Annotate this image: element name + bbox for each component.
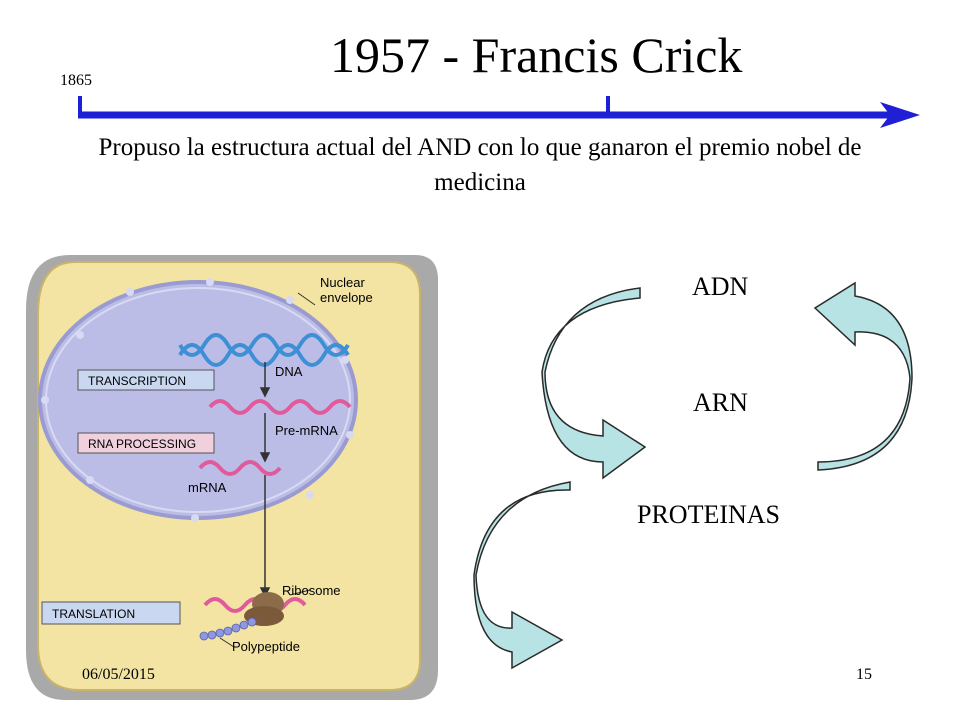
flow-arn: ARN	[693, 388, 748, 417]
pre-mrna-strand	[208, 399, 352, 415]
transcription-label: TRANSCRIPTION	[88, 374, 186, 388]
polypeptide-label: Polypeptide	[232, 639, 300, 654]
transcription-box	[77, 369, 215, 391]
dna-label: DNA	[275, 364, 303, 379]
nuclear-envelope-label-2: envelope	[320, 290, 373, 305]
translation-label: TRANSLATION	[52, 607, 135, 621]
translation-box	[41, 601, 181, 625]
pre-mrna-label: Pre-mRNA	[275, 423, 338, 438]
flow-proteinas: PROTEINAS	[637, 500, 781, 529]
mrna-strand	[198, 460, 282, 476]
process-arrows	[259, 362, 271, 598]
arrow-arn-to-adn	[813, 281, 913, 471]
rna-processing-label: RNA PROCESSING	[88, 437, 196, 451]
arrow-adn-to-arn	[541, 287, 647, 480]
polypeptide-chain	[199, 617, 257, 641]
cell-diagram: Nuclear envelope DNA TRANSCRIPTION RNA P…	[26, 255, 438, 700]
rna-processing-box	[77, 432, 215, 454]
footer-date: 06/05/2015	[82, 666, 155, 683]
timeline-arrow	[78, 96, 920, 128]
mrna-label: mRNA	[188, 480, 227, 495]
envelope-pointer	[297, 292, 316, 306]
timeline-arrowhead	[880, 102, 920, 128]
polypeptide-pointer	[219, 637, 235, 648]
timeline-start-year: 1865	[60, 72, 92, 89]
arrow-arn-to-proteinas	[473, 481, 571, 670]
flow-adn: ADN	[692, 272, 749, 301]
nuclear-envelope-label-1: Nuclear	[320, 275, 365, 290]
nuclear-pores	[41, 278, 354, 522]
footer-page-number: 15	[856, 666, 872, 683]
ribosome-label: Ribosome	[282, 583, 341, 598]
ribosome-pointer	[289, 589, 311, 596]
dna-helix	[178, 333, 350, 367]
slide-subtitle: Propuso la estructura actual del AND con…	[98, 134, 862, 196]
slide-title: 1957 - Francis Crick	[330, 27, 743, 83]
